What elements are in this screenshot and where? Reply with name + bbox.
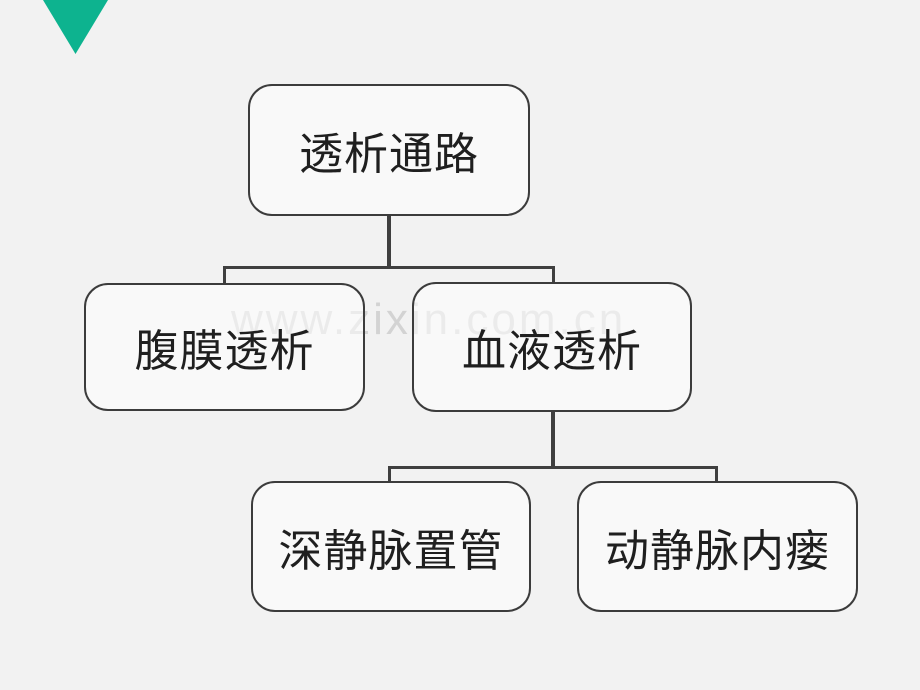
node-label: 动静脉内瘘: [605, 526, 830, 576]
node-peritoneal-dialysis: 腹膜透析: [84, 283, 365, 411]
connector-level1-stub-left: [223, 266, 226, 284]
node-label: 血液透析: [462, 327, 642, 376]
node-hemodialysis: 血液透析: [412, 282, 692, 412]
node-deep-vein-catheter: 深静脉置管: [251, 481, 531, 612]
node-dialysis-access: 透析通路: [248, 84, 530, 216]
node-label: 腹膜透析: [134, 327, 315, 376]
node-label: 透析通路: [299, 130, 479, 179]
node-label: 深静脉置管: [278, 526, 504, 576]
node-av-fistula: 动静脉内瘘: [577, 481, 858, 612]
connector-level2-stub-right: [715, 466, 718, 483]
accent-triangle-icon: [43, 0, 108, 54]
connector-level2-stub-left: [388, 466, 391, 483]
connector-root-vertical: [387, 214, 391, 268]
connector-level1-stub-right: [552, 266, 555, 284]
connector-level2-horizontal: [388, 466, 718, 469]
connector-level1-horizontal: [223, 266, 555, 269]
connector-hemodialysis-vertical: [551, 410, 555, 468]
